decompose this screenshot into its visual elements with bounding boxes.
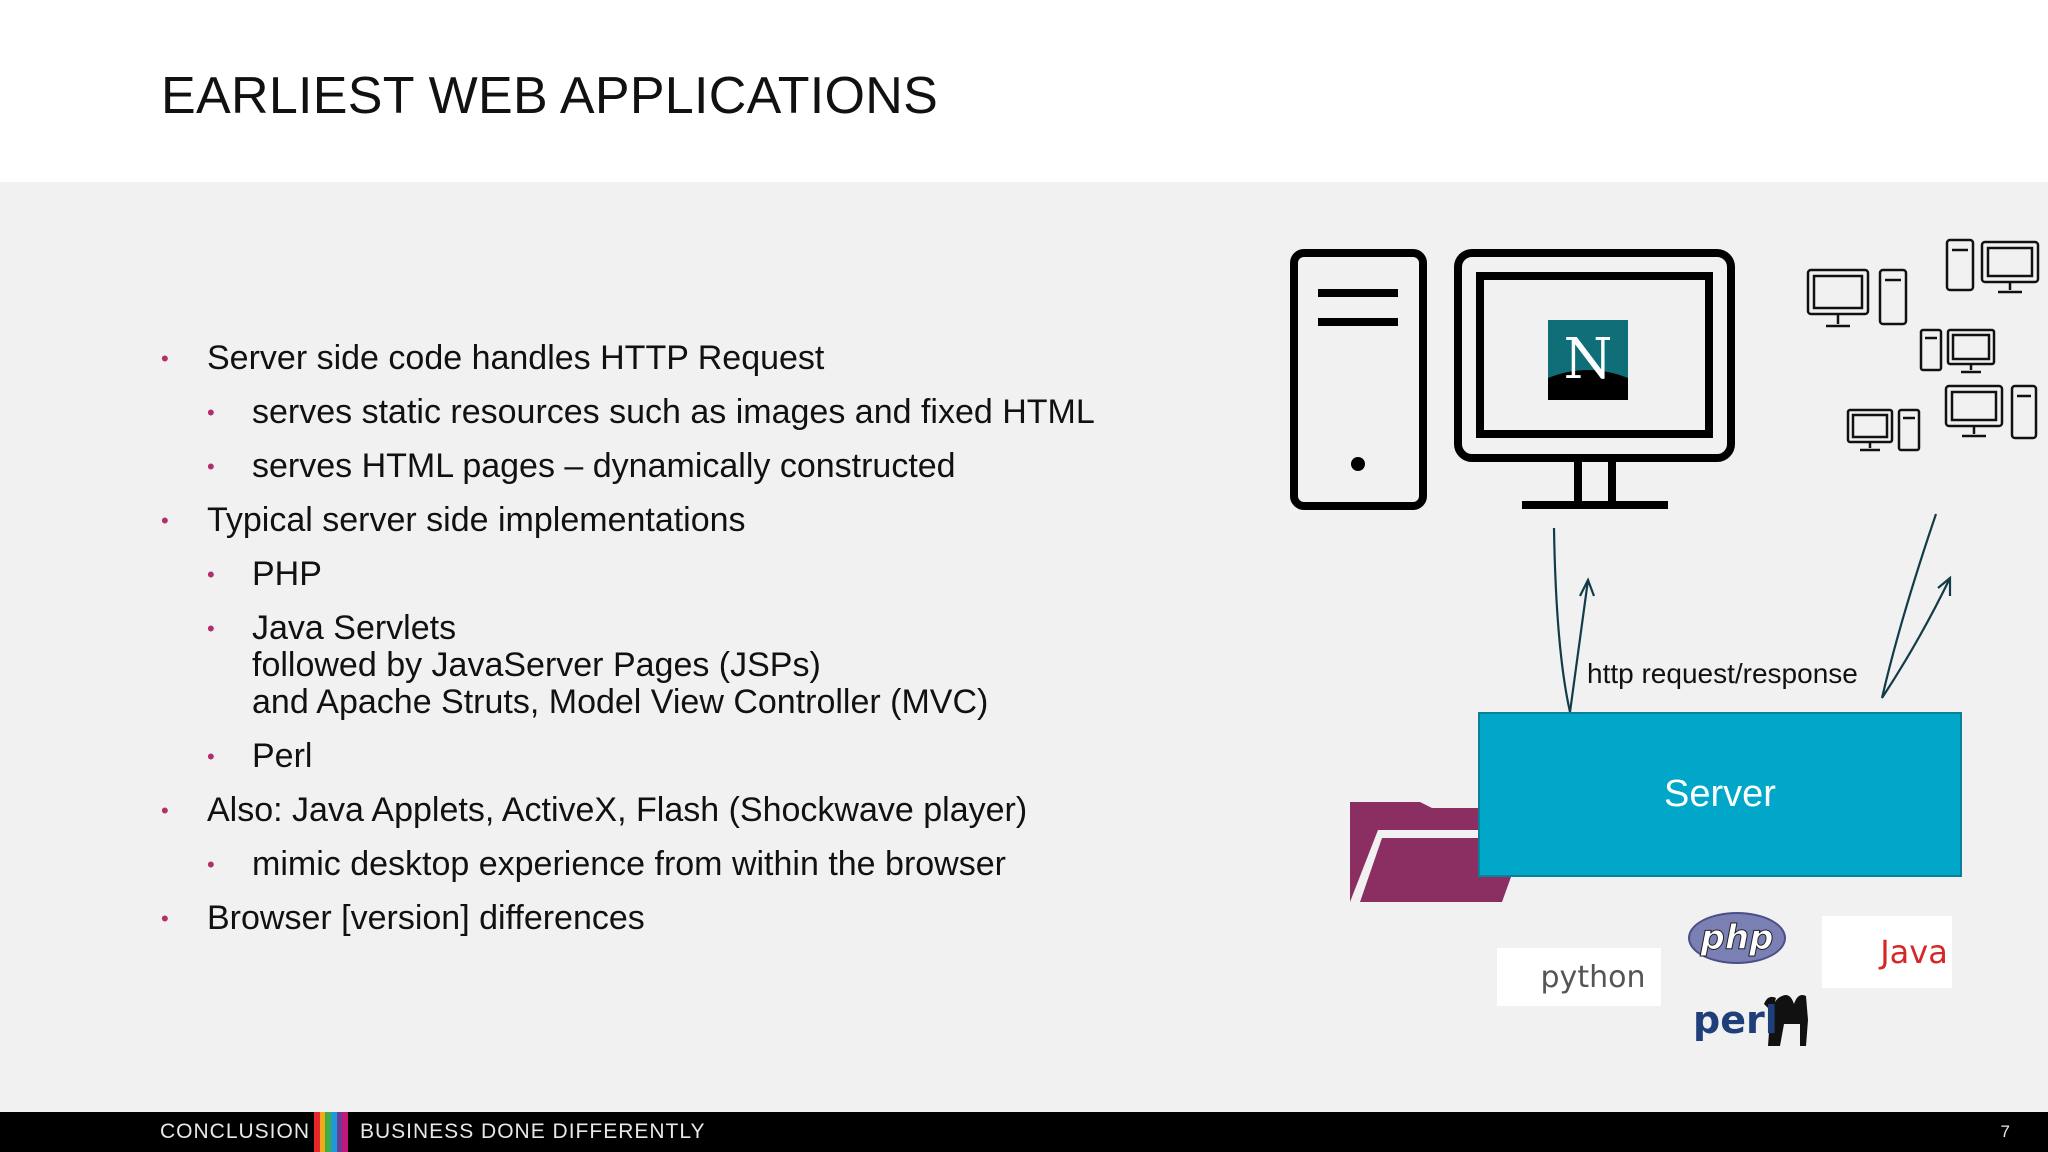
footer-tagline: BUSINESS DONE DIFFERENTLY (360, 1120, 706, 1143)
stripe (331, 1112, 337, 1152)
bullet-dot-icon: • (207, 616, 215, 641)
footer-bar: CONCLUSION BUSINESS DONE DIFFERENTLY 7 (0, 1112, 2048, 1152)
bullet-item: • Typical server side implementations (155, 502, 1155, 539)
perl-logo-text: perl (1693, 998, 1778, 1042)
php-logo: php (1688, 912, 1786, 964)
bullet-item: • Also: Java Applets, ActiveX, Flash (Sh… (155, 792, 1155, 829)
bullet-text: Server side code handles HTTP Request (207, 339, 825, 377)
server-label: Server (1664, 773, 1776, 815)
java-logo-text: Java (1880, 933, 1948, 971)
bullet-dot-icon: • (207, 400, 215, 425)
stripe (342, 1112, 349, 1152)
bullet-item: • serves static resources such as images… (155, 394, 1155, 431)
bullet-item: • Server side code handles HTTP Request (155, 340, 1155, 377)
page-number: 7 (2000, 1122, 2010, 1141)
python-logo-text: python (1540, 959, 1646, 995)
stripe (336, 1112, 343, 1152)
brand-stripes (314, 1112, 349, 1152)
bullet-item: • Perl (155, 738, 1155, 775)
java-logo: Java (1822, 916, 1952, 988)
php-logo-text: php (1700, 918, 1774, 959)
bullet-item: • mimic desktop experience from within t… (155, 846, 1155, 883)
bullet-text: serves HTML pages – dynamically construc… (252, 447, 956, 485)
bullet-list: • Server side code handles HTTP Request … (155, 340, 1155, 937)
perl-logo: perl (1693, 992, 1805, 1048)
stripe (325, 1112, 332, 1152)
slide-title: EARLIEST WEB APPLICATIONS (161, 67, 939, 125)
footer-brand: CONCLUSION (160, 1120, 311, 1143)
bullet-text: Typical server side implementations (207, 501, 746, 539)
server-box: Server (1478, 712, 1962, 877)
bullet-item: • Java Servlets followed by JavaServer P… (155, 610, 1155, 721)
client-computers-icon (1806, 238, 2040, 452)
perl-camel-icon (1764, 995, 1808, 1046)
bullet-dot-icon: • (207, 852, 215, 877)
bullet-dot-icon: • (207, 744, 215, 769)
bullet-dot-icon: • (161, 508, 169, 533)
bullet-text: Browser [version] differences (207, 899, 645, 937)
bullet-text: Java Servlets followed by JavaServer Pag… (252, 609, 989, 721)
bullet-item: • Browser [version] differences (155, 900, 1155, 937)
bullet-text: mimic desktop experience from within the… (252, 845, 1006, 883)
monitor-icon (1454, 249, 1735, 509)
stripe (319, 1112, 326, 1152)
connection-label: http request/response (1587, 658, 1858, 689)
bullet-dot-icon: • (161, 906, 169, 931)
bullet-text: serves static resources such as images a… (252, 393, 1095, 431)
netscape-letter: N (1564, 327, 1613, 392)
netscape-logo-icon: N (1548, 320, 1628, 400)
bullet-dot-icon: • (207, 562, 215, 587)
tower-pc-icon (1290, 249, 1427, 510)
stripe (314, 1112, 320, 1152)
bullet-dot-icon: • (161, 346, 169, 371)
request-response-arrows (1552, 513, 1952, 713)
bullet-dot-icon: • (207, 454, 215, 479)
bullet-text: Also: Java Applets, ActiveX, Flash (Shoc… (207, 791, 1028, 829)
title-band (0, 0, 2048, 182)
bullet-item: • serves HTML pages – dynamically constr… (155, 448, 1155, 485)
bullet-dot-icon: • (161, 798, 169, 823)
bullet-text: PHP (252, 555, 322, 593)
bullet-item: • PHP (155, 556, 1155, 593)
bullet-text: Perl (252, 737, 313, 775)
python-logo: python (1497, 948, 1661, 1006)
